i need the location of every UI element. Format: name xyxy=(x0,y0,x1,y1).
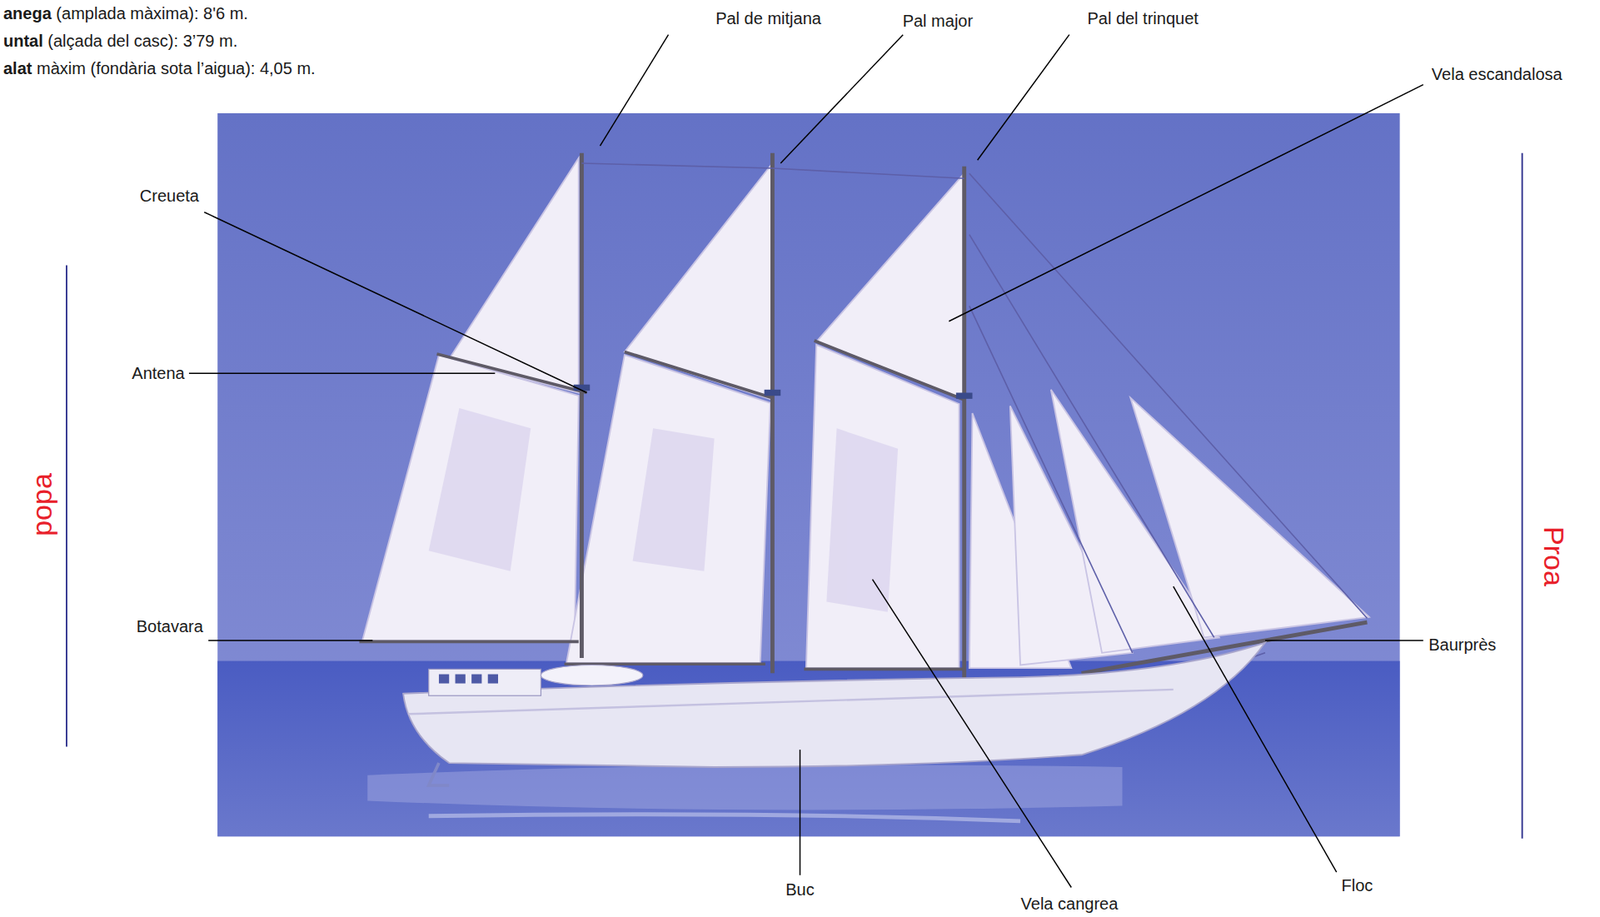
leader-lines-part xyxy=(948,84,1423,322)
masts-and-spars-part xyxy=(956,393,973,399)
leader-lines-part xyxy=(780,34,903,164)
leader-lines-part xyxy=(1173,586,1337,873)
part-label: Vela cangrea xyxy=(1021,894,1119,914)
spec-line: untal (alçada del casc): 3’79 m. xyxy=(3,31,238,51)
part-label: Baurprès xyxy=(1428,635,1496,655)
leader-lines-part xyxy=(872,579,1072,888)
part-label: Pal major xyxy=(902,10,973,30)
painting-ground-part xyxy=(217,113,1400,837)
hull-part xyxy=(403,642,1266,768)
direction-label: popa xyxy=(26,473,60,538)
part-label: Floc xyxy=(1341,876,1374,896)
sails-part xyxy=(566,354,771,663)
masts-and-spars-part xyxy=(764,389,782,396)
part-label: Creueta xyxy=(139,186,200,206)
hull-part-part xyxy=(438,674,449,684)
masts-and-spars-part xyxy=(624,352,773,399)
leader-lines xyxy=(189,34,1424,888)
masts-and-spars-part xyxy=(814,340,965,400)
hull xyxy=(403,642,1266,786)
hull-part-part xyxy=(488,674,499,684)
rigging-part xyxy=(969,173,1368,619)
sails-part xyxy=(1130,398,1370,639)
side-bars-part xyxy=(1521,153,1524,839)
leader-lines-part xyxy=(799,749,801,876)
painting-ground-part xyxy=(367,764,1122,810)
hull-part xyxy=(428,762,449,786)
side-bars xyxy=(66,153,1523,839)
masts-and-spars-part xyxy=(803,667,964,672)
spec-line: anega (amplada màxima): 8'6 m. xyxy=(3,4,249,24)
part-label: Pal del trinquet xyxy=(1086,9,1198,29)
leader-lines-part xyxy=(599,34,668,146)
rigging-part xyxy=(969,305,1133,653)
sails-part xyxy=(448,158,579,394)
masts-and-spars-part xyxy=(961,166,967,704)
sails-part xyxy=(362,354,579,641)
masts-and-spars-part xyxy=(579,153,584,658)
masts-and-spars-part xyxy=(358,639,579,643)
leader-lines-part xyxy=(204,212,587,394)
sail-shading-part xyxy=(633,428,715,571)
sails xyxy=(362,158,1370,668)
leader-lines-part xyxy=(1265,639,1424,641)
sail-shading xyxy=(428,408,898,613)
leader-lines-part xyxy=(189,373,495,374)
masts-and-spars xyxy=(358,153,1367,704)
painting-ground-part xyxy=(428,814,1021,822)
hull-part xyxy=(540,665,643,686)
spec-line: alat màxim (fondària sota l’aigua): 4,05… xyxy=(3,59,316,79)
hull-part-part xyxy=(455,674,466,684)
hull-part xyxy=(438,674,499,684)
part-label: Pal de mitjana xyxy=(715,9,822,29)
sail-shading-part xyxy=(428,408,531,572)
leader-lines-part xyxy=(977,34,1070,161)
part-label: Antena xyxy=(131,363,185,384)
rigging-part xyxy=(969,234,1215,639)
part-label: Vela escandalosa xyxy=(1431,64,1563,85)
part-label: Botavara xyxy=(136,617,204,637)
painting-ground xyxy=(217,113,1400,837)
sails-part xyxy=(806,344,960,668)
hull-part-part xyxy=(471,674,482,684)
side-bars-part xyxy=(65,264,68,747)
hull-part xyxy=(428,668,542,696)
direction-label: Proa xyxy=(1536,526,1570,587)
masts-and-spars-part xyxy=(770,153,775,674)
sail-shading-part xyxy=(826,428,898,612)
rigging-part xyxy=(581,163,773,169)
leader-lines-part xyxy=(208,639,373,641)
rigging-part xyxy=(772,168,964,179)
rigging xyxy=(581,163,1367,725)
part-label: Buc xyxy=(785,880,814,900)
